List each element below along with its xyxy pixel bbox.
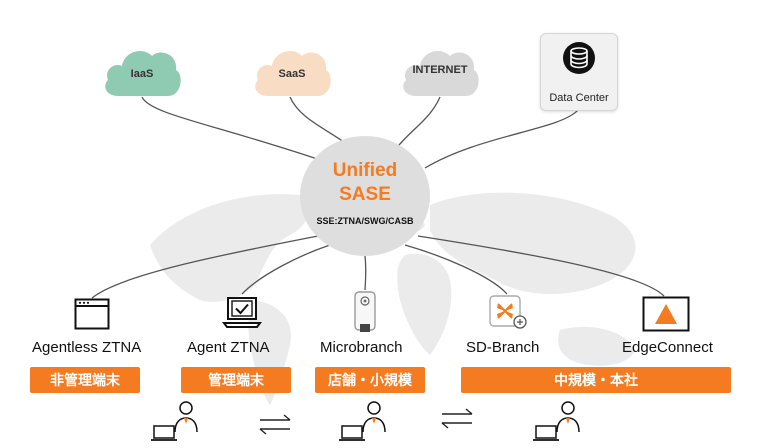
node-label-agent-ztna: Agent ZTNA [187, 339, 270, 356]
line-microbranch [364, 255, 367, 291]
data-center-label: Data Center [549, 92, 609, 104]
node-label-microbranch: Microbranch [320, 339, 403, 356]
branch-gateway-icon [489, 295, 527, 329]
hub-title-line2: SASE [339, 184, 391, 205]
node-label-agentless-ztna: Agentless ZTNA [32, 339, 142, 356]
unified-sase-hub: Unified SASE SSE:ZTNA/SWG/CASB [300, 136, 430, 256]
badge-mid-hq: 中規模・本社 [461, 367, 731, 393]
internet-cloud-icon [403, 51, 479, 96]
badge-store-small: 店舗・小規模 [315, 367, 425, 393]
line-edgeconnect [417, 235, 665, 297]
line-agentless [91, 235, 319, 299]
line-sdbranch [404, 244, 508, 295]
database-icon [563, 42, 595, 74]
badge-unmanaged-device: 非管理端末 [30, 367, 140, 393]
bidirectional-arrow-icon [441, 408, 473, 429]
line-iaas [141, 96, 336, 166]
access-point-icon [354, 291, 376, 332]
line-internet [394, 96, 441, 151]
node-label-edgeconnect: EdgeConnect [622, 339, 713, 356]
internet-label: INTERNET [412, 64, 468, 76]
bidirectional-arrow-icon [259, 414, 291, 435]
user-laptop-icon [151, 401, 198, 441]
user-laptop-icon [533, 401, 580, 441]
line-agent [241, 244, 331, 295]
iaas-label: IaaS [130, 68, 154, 80]
iaas-cloud-icon [105, 51, 181, 96]
browser-window-icon [74, 298, 110, 330]
data-center-box: Data Center [540, 33, 618, 111]
hub-title-line1: Unified [332, 160, 398, 181]
laptop-check-icon [222, 297, 262, 328]
node-label-sd-branch: SD-Branch [466, 339, 540, 356]
world-map-background [150, 192, 636, 405]
saas-label: SaaS [278, 68, 306, 80]
hub-subtitle: SSE:ZTNA/SWG/CASB [316, 216, 414, 226]
user-laptop-icon [339, 401, 386, 441]
edgeconnect-appliance-icon [642, 296, 690, 332]
saas-cloud-icon [255, 51, 331, 96]
badge-managed-device: 管理端末 [181, 367, 291, 393]
line-datacenter [424, 109, 579, 169]
